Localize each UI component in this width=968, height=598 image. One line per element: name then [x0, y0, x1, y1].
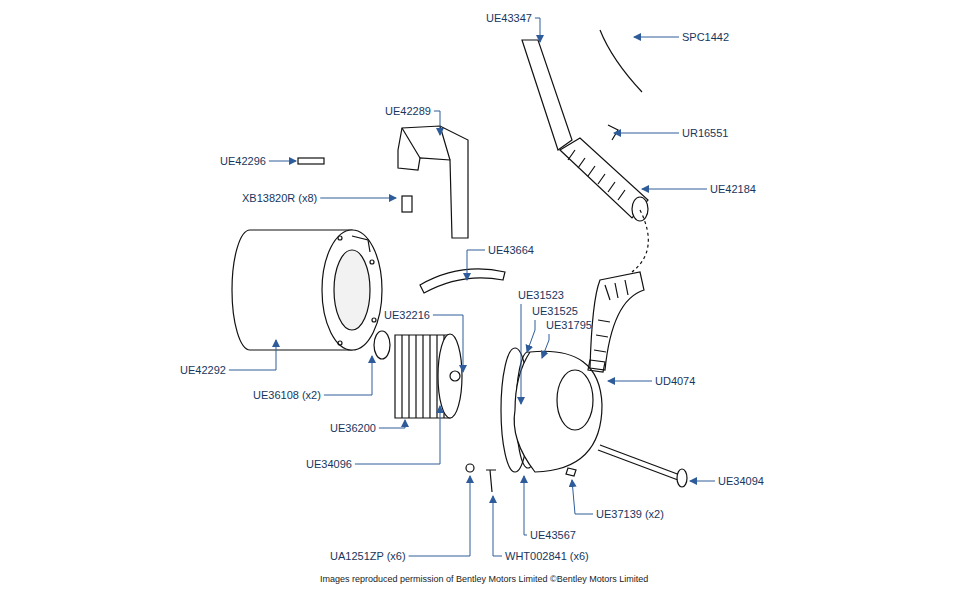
callout-number: SPC1442: [682, 30, 729, 44]
leader-line: [608, 381, 652, 382]
callout-number: UE36200: [330, 421, 376, 435]
leader-line: [634, 37, 679, 38]
callout-number: UE37139 (x2): [596, 507, 664, 521]
leader-line: [379, 420, 405, 428]
callout-number: UE32216: [384, 308, 430, 322]
breather-hose: [420, 269, 505, 293]
seal: [374, 331, 390, 359]
callout-number: UE31523: [518, 288, 564, 302]
leader-line: [493, 496, 502, 556]
callout-number: UE42184: [710, 182, 756, 196]
callout-number: UE31525: [532, 304, 578, 318]
leader-line: [542, 334, 549, 358]
callout-number: UR16551: [682, 126, 728, 140]
intake-pipe: [522, 40, 572, 150]
leader-line: [355, 406, 440, 464]
callout-number: UE42292: [180, 363, 226, 377]
housing: [232, 230, 382, 350]
leader-line: [434, 111, 440, 135]
leader-line: [467, 250, 485, 280]
callout-number: UE36108 (x2): [253, 388, 321, 402]
callout-number: XB13820R (x8): [242, 191, 317, 205]
callout-number: UE43567: [530, 528, 576, 542]
callout-number: WHT002841 (x6): [505, 549, 589, 563]
leader-line: [572, 480, 593, 514]
callout-number: UE34094: [718, 474, 764, 488]
bolt: [598, 445, 680, 480]
leader-line: [324, 356, 372, 395]
callout-number: UE42289: [385, 104, 431, 118]
hose-lower: [590, 272, 644, 370]
leader-line: [229, 340, 276, 370]
rear-cover: [514, 351, 602, 472]
callout-number: UE34096: [306, 457, 352, 471]
callout-number: UE43664: [488, 243, 534, 257]
leader-line: [524, 476, 527, 535]
callout-number: UE42296: [220, 154, 266, 168]
callout-number: UD4074: [655, 374, 695, 388]
leader-line: [614, 133, 679, 134]
callout-number: UE43347: [486, 11, 532, 25]
label-strip: [298, 158, 324, 164]
leader-line: [535, 18, 540, 42]
leader-line: [521, 304, 522, 404]
callout-number: UE31795: [546, 318, 592, 332]
leader-line: [320, 198, 396, 199]
leader-line: [690, 481, 715, 482]
clip: [600, 30, 642, 92]
leader-line: [269, 161, 296, 162]
callout-number: UA1251ZP (x6): [330, 549, 406, 563]
duct-elbow: [398, 126, 468, 238]
caption: Images reproduced permission of Bentley …: [320, 573, 648, 585]
leader-line: [433, 315, 463, 372]
filter-element: [395, 334, 462, 418]
leader-line: [527, 320, 535, 352]
leader-line: [409, 476, 470, 556]
leader-line: [642, 189, 707, 190]
